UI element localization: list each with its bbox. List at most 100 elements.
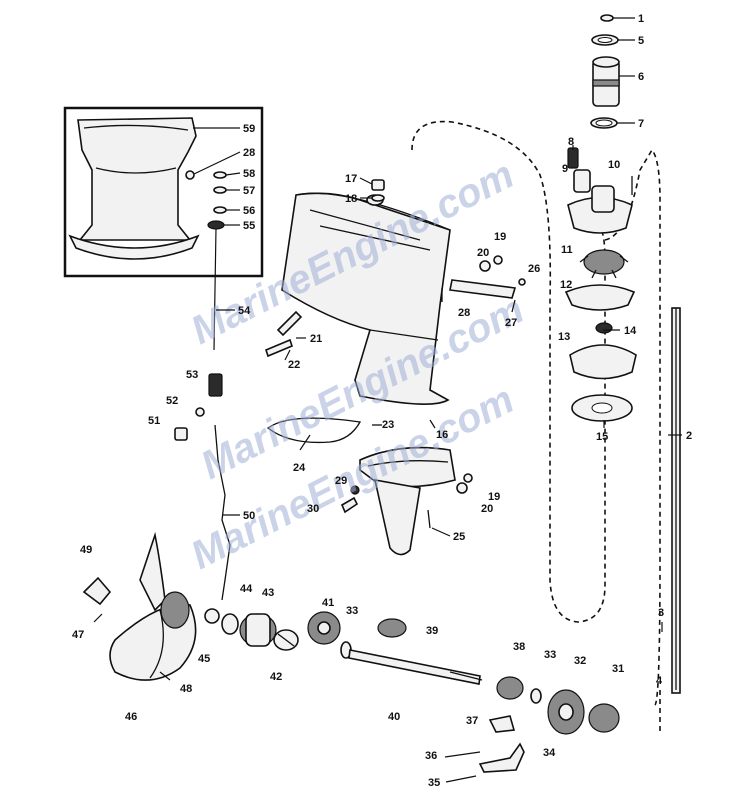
part-41-gear [307, 611, 341, 645]
part-50-lower-rod [214, 424, 231, 601]
part-pump-housing [567, 185, 633, 234]
part-47-pin [93, 613, 103, 623]
label-50: 50 [243, 510, 255, 522]
label-52: 52 [166, 395, 178, 407]
label-15: 15 [596, 431, 608, 443]
part-37-clutch [488, 715, 516, 733]
label-20b: 20 [481, 503, 493, 515]
part-19-washer [493, 255, 503, 265]
label-30: 30 [307, 503, 319, 515]
label-28: 28 [243, 147, 255, 159]
part-42-bearing [273, 629, 299, 651]
part-lower-gearcase [359, 446, 456, 556]
part-56-washer [213, 206, 227, 214]
part-21-pin [276, 310, 303, 337]
water-tube-outline [411, 120, 606, 623]
part-29-washer [350, 485, 360, 495]
part-54-upper-rod [213, 227, 217, 351]
label-25: 25 [453, 531, 465, 543]
part-51-screw [174, 427, 188, 441]
part-17-plug [371, 179, 385, 191]
part-9-grommet [573, 169, 591, 193]
part-35-pin [445, 775, 477, 783]
part-12-plate [564, 284, 636, 311]
label-44: 44 [240, 583, 253, 595]
label-34: 34 [543, 747, 556, 759]
leader-lines [193, 17, 682, 632]
label-8: 8 [568, 136, 574, 148]
part-43-bearing-housing [239, 613, 277, 647]
label-40: 40 [388, 711, 400, 723]
part-44-oring [221, 613, 239, 635]
label-14: 14 [624, 325, 637, 337]
part-46-propeller [109, 531, 197, 681]
part-34-lever [478, 742, 525, 773]
label-47: 47 [72, 629, 84, 641]
part-45-thrust-washer [204, 608, 220, 624]
label-49: 49 [80, 544, 92, 556]
label-43: 43 [262, 587, 274, 599]
label-51: 51 [148, 415, 160, 427]
label-6: 6 [638, 71, 644, 83]
label-53: 53 [186, 369, 198, 381]
part-52-washer [195, 407, 205, 417]
part-30-screw [340, 496, 359, 514]
label-39: 39 [426, 625, 438, 637]
part-58-washer [213, 171, 227, 179]
label-19b: 19 [488, 491, 500, 503]
label-59: 59 [243, 123, 255, 135]
part-27-bracket [449, 279, 517, 299]
part-49-nut [82, 576, 112, 606]
part-40-propshaft [348, 649, 483, 685]
part-20-nut [479, 260, 491, 272]
label-33: 33 [346, 605, 358, 617]
label-7: 7 [638, 118, 644, 130]
label-48: 48 [180, 683, 192, 695]
label-9: 9 [562, 163, 568, 175]
part-39-pinion [377, 618, 407, 638]
label-45: 45 [198, 653, 210, 665]
label-46: 46 [125, 711, 137, 723]
label-5: 5 [638, 35, 644, 47]
label-37: 37 [466, 715, 478, 727]
label-33b: 33 [544, 649, 556, 661]
label-17: 17 [345, 173, 357, 185]
part-48-pin [159, 671, 171, 681]
label-38: 38 [513, 641, 525, 653]
part-22-pin [265, 338, 293, 358]
label-35: 35 [428, 777, 440, 789]
label-20: 20 [477, 247, 489, 259]
label-16: 16 [436, 429, 448, 441]
label-27: 27 [505, 317, 517, 329]
part-19b-washer [463, 473, 473, 483]
part-53-connector [208, 373, 223, 397]
part-33b-washer [530, 688, 542, 704]
label-29: 29 [335, 475, 347, 487]
part-13-housing [569, 344, 637, 380]
water-tube-outline-right [604, 148, 661, 706]
part-14-washer [595, 322, 613, 334]
label-57: 57 [243, 185, 255, 197]
label-24: 24 [293, 462, 306, 474]
label-21: 21 [310, 333, 322, 345]
inset-box [63, 106, 264, 278]
part-32-gear [547, 689, 585, 735]
part-2-tube [671, 307, 681, 694]
part-labels: 1 5 6 7 8 9 10 11 12 13 14 15 2 3 4 59 2… [72, 13, 692, 789]
label-23: 23 [382, 419, 394, 431]
label-12: 12 [560, 279, 572, 291]
label-31: 31 [612, 663, 624, 675]
label-22: 22 [288, 359, 300, 371]
part-36-pin [444, 751, 481, 758]
label-19: 19 [494, 231, 506, 243]
label-28b: 28 [458, 307, 470, 319]
label-42: 42 [270, 671, 282, 683]
part-31-bearing [588, 703, 620, 733]
part-6-bushing [592, 56, 620, 107]
label-41: 41 [322, 597, 334, 609]
part-28-screw [185, 170, 195, 180]
label-54: 54 [238, 305, 251, 317]
part-38-gear [496, 676, 524, 700]
part-11-impeller [579, 249, 629, 279]
label-10: 10 [608, 159, 620, 171]
